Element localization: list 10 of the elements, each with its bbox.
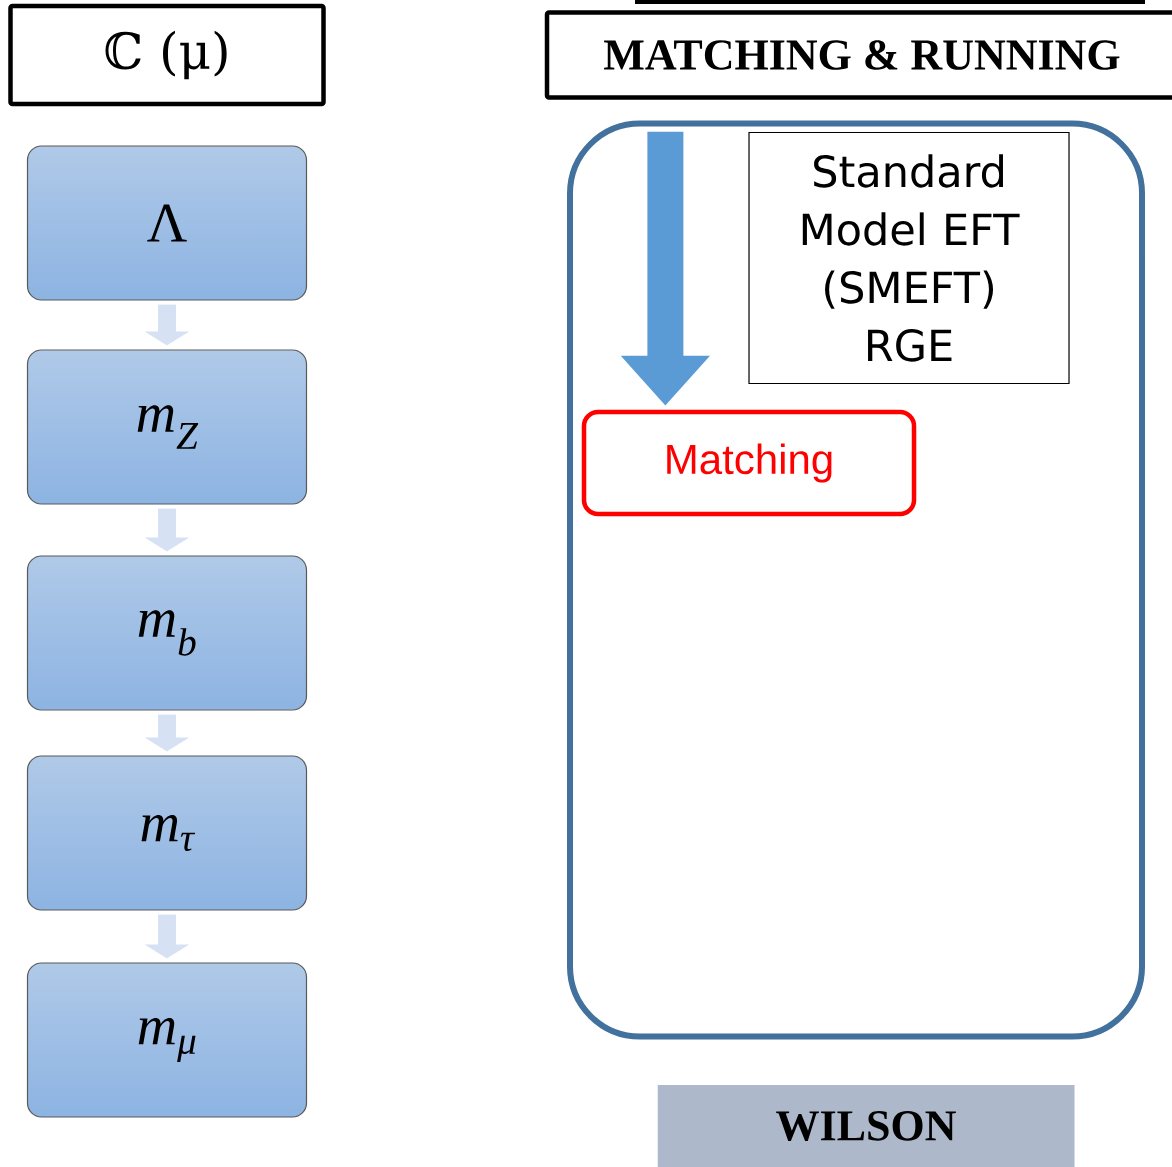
level-box: m$_{τ}$: [26, 755, 308, 911]
matching-box: Matching: [581, 409, 917, 517]
heading-box: MATCHING & RUNNING: [544, 10, 1172, 100]
level-box: m$_{b}$: [26, 555, 308, 711]
text-box: Standard Model EFT (SMEFT) RGE: [748, 131, 1070, 385]
level-box: m$_{Z}$: [26, 349, 308, 505]
title-box: ℂ (μ): [8, 3, 326, 107]
level-box: m$_{μ}$: [26, 962, 308, 1118]
wilson-band: WILSON: [657, 1085, 1075, 1167]
level-box: Λ: [26, 145, 308, 301]
